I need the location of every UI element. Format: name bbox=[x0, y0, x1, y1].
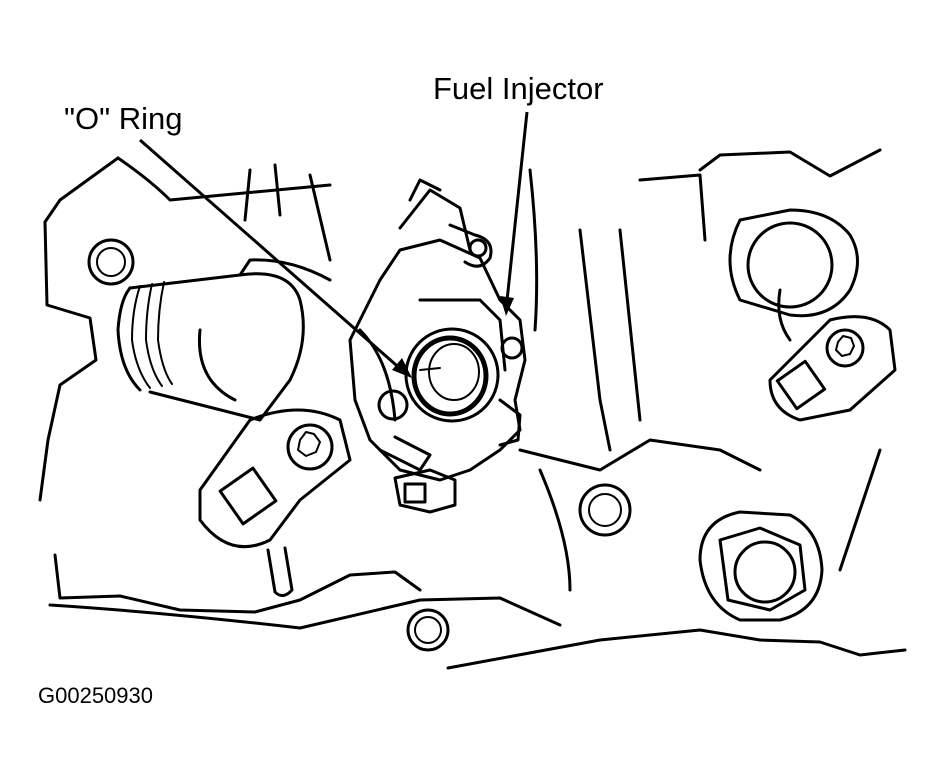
left-bolt-hole bbox=[87, 238, 135, 286]
o-ring-port bbox=[404, 327, 500, 423]
right-coil-bracket bbox=[768, 315, 897, 422]
figure-code: G00250930 bbox=[38, 683, 153, 708]
structural-lines bbox=[243, 163, 762, 592]
o-ring-leader bbox=[139, 138, 405, 374]
right-camshaft bbox=[728, 208, 859, 342]
left-coil-bracket bbox=[198, 408, 352, 597]
cylinder-head-outline bbox=[38, 148, 907, 670]
left-camshaft bbox=[116, 258, 332, 422]
o-ring-label: "O" Ring bbox=[64, 101, 183, 136]
o-ring-arrowhead bbox=[392, 358, 412, 378]
mounting-holes bbox=[406, 483, 632, 652]
lower-right-bolt bbox=[698, 510, 824, 622]
fuel-injector-label: Fuel Injector bbox=[433, 71, 604, 106]
injector-housing bbox=[348, 178, 527, 514]
fuel-injector-arrowhead bbox=[500, 296, 514, 316]
fuel-injector-leader bbox=[504, 111, 529, 311]
